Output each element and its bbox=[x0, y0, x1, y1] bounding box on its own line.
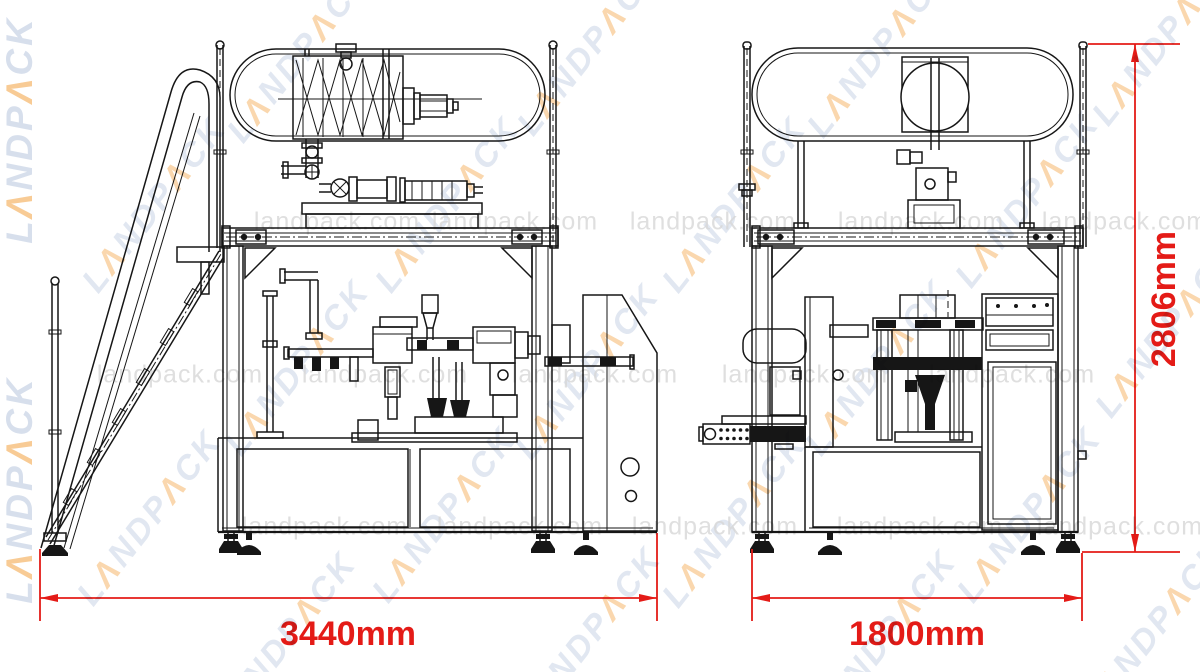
front-base-cabinet bbox=[217, 437, 657, 534]
side-base-cabinet bbox=[752, 446, 1078, 534]
auger-feeder bbox=[278, 43, 482, 140]
auger-motor bbox=[402, 87, 459, 125]
frame-columns-side bbox=[751, 245, 1087, 533]
dimension-label-side-width: 1800mm bbox=[848, 615, 986, 653]
side-feet bbox=[750, 532, 1080, 555]
front-feet bbox=[219, 532, 598, 555]
access-ladder bbox=[40, 68, 224, 556]
console-knob-small bbox=[624, 489, 638, 503]
electrical-cabinet bbox=[981, 293, 1059, 531]
control-console bbox=[582, 294, 658, 532]
front-machinery bbox=[256, 268, 635, 443]
dimension-label-overall-height: 2806mm bbox=[1145, 230, 1183, 368]
dimension-lines bbox=[39, 43, 1180, 621]
side-view bbox=[698, 41, 1090, 555]
side-platform-beam bbox=[751, 225, 1084, 280]
platform-guardrail bbox=[213, 40, 560, 248]
pump-piping-assembly bbox=[281, 139, 483, 229]
console-knob-large bbox=[620, 457, 640, 477]
side-machinery bbox=[698, 290, 984, 450]
dimension-label-front-width: 3440mm bbox=[279, 615, 417, 653]
front-view bbox=[40, 40, 658, 556]
platform-beam bbox=[176, 225, 559, 295]
side-guardrail bbox=[738, 41, 1090, 247]
ladder-steps bbox=[62, 287, 199, 507]
ladder-foot bbox=[42, 532, 68, 556]
mixer-drum-end bbox=[896, 56, 970, 229]
